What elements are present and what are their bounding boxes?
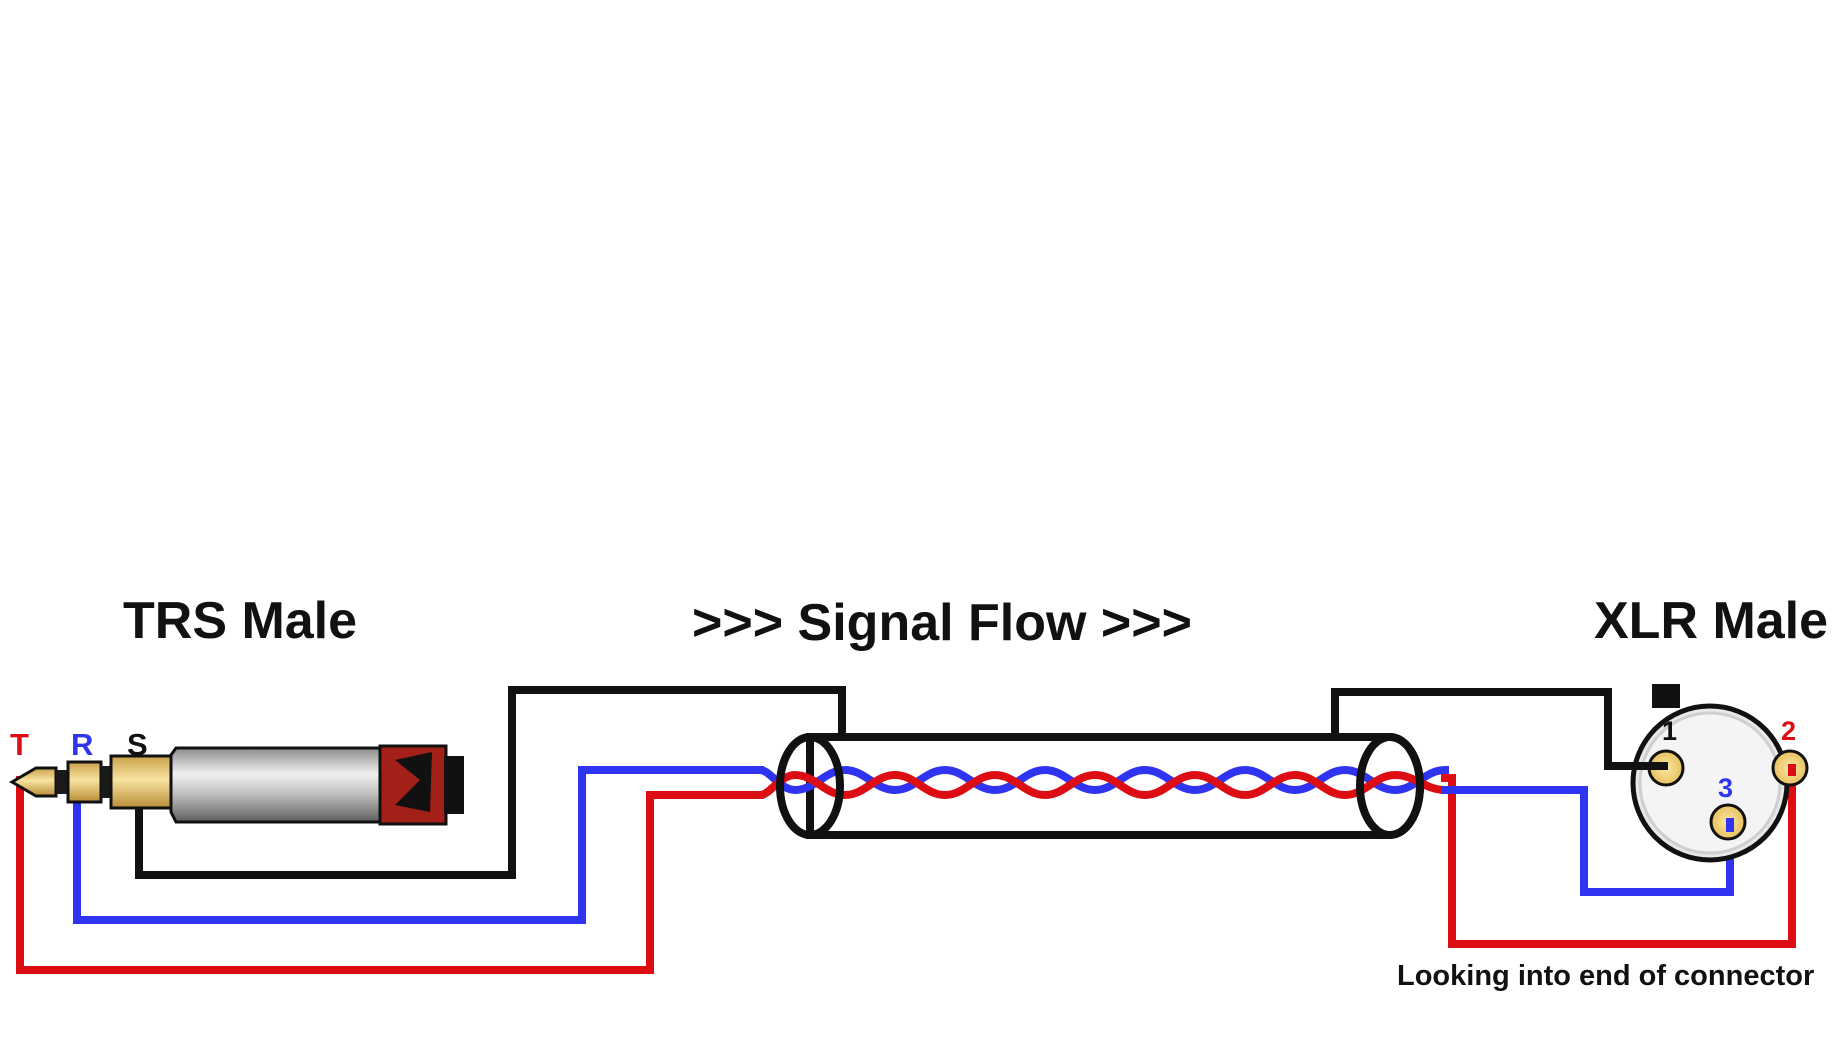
ring-wire-right (1441, 786, 1734, 896)
shield-wire-right (1331, 688, 1664, 770)
sleeve-label: S (127, 727, 148, 762)
signal-flow-label: >>> Signal Flow >>> (692, 594, 1192, 652)
tip-wire-right (1441, 768, 1796, 948)
shielded-twisted-pair-cable-icon (755, 733, 1450, 839)
trs-plug-icon (9, 744, 464, 826)
xlr-male-face-icon (1630, 684, 1809, 863)
twisted-ring-conductor (755, 765, 1450, 795)
xlr-pin-1-label: 1 (1662, 716, 1677, 746)
xlr-pin-2-label: 2 (1781, 716, 1796, 746)
sleeve-shield-wire-left (135, 686, 846, 879)
ring-label: R (71, 727, 93, 762)
twisted-tip-conductor (755, 770, 1450, 800)
xlr-male-title: XLR Male (1594, 592, 1828, 650)
connector-view-note: Looking into end of connector (1397, 960, 1814, 992)
trs-male-title: TRS Male (123, 592, 357, 650)
ring-wire-left (73, 766, 764, 924)
tip-label: T (10, 727, 29, 762)
tip-wire-left (16, 776, 764, 974)
xlr-pin-3-label: 3 (1718, 773, 1733, 803)
